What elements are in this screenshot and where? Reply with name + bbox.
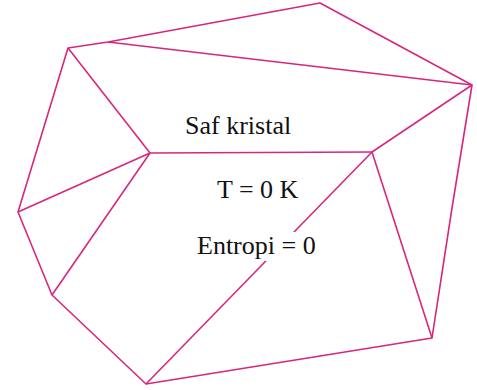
facet-line xyxy=(372,85,472,152)
caption-text: T = 0 K xyxy=(214,176,301,205)
facet-line xyxy=(372,152,432,338)
facet-line xyxy=(108,42,472,85)
crystal-boundary xyxy=(18,3,472,384)
facet-line xyxy=(146,152,372,384)
caption-text: Entropi = 0 xyxy=(194,232,319,261)
caption-text: Saf kristal xyxy=(182,112,294,141)
facet-line xyxy=(52,153,150,295)
facet-line xyxy=(150,152,372,153)
facet-line xyxy=(68,48,150,153)
